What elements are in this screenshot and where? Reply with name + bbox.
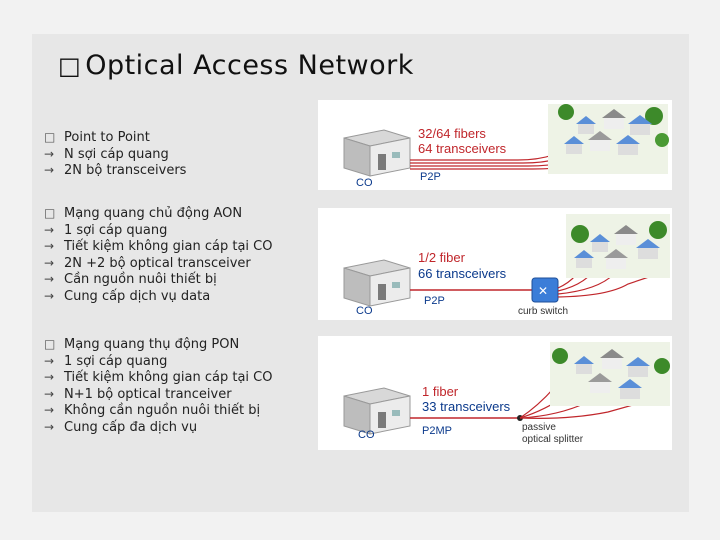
splitter-label-line2: optical splitter <box>522 434 584 445</box>
list-item: → Cung cấp dịch vụ data <box>44 289 304 306</box>
arrow-right-icon: → <box>44 255 55 270</box>
splitter-label-line1: passive <box>522 422 556 433</box>
list-item: □ Point to Point <box>44 130 304 147</box>
pon-bullet-list: □ Mạng quang thụ động PON → 1 sợi cáp quan… <box>44 337 304 436</box>
central-office-building-icon <box>343 259 411 307</box>
bullet-text: 1 sợi cáp quang <box>64 222 168 238</box>
aon-diagram: CO P2P 1/2 fiber 66 transceivers ✕ curb … <box>318 208 672 320</box>
houses-cluster-icon <box>550 342 670 406</box>
transceiver-count-label: 33 transceivers <box>422 399 511 414</box>
bullet-text: Cung cấp đa dịch vụ <box>64 419 198 435</box>
bullet-text: Tiết kiệm không gian cáp tại CO <box>64 239 273 254</box>
arrow-right-icon: → <box>44 386 55 401</box>
p2p-bullet-list: □ Point to Point → N sợi cáp quang → 2N bộ … <box>44 130 304 180</box>
list-item: → 1 sợi cáp quang <box>44 354 304 371</box>
list-item: □ Mạng quang thụ động PON <box>44 337 304 354</box>
arrow-right-icon: → <box>44 239 55 253</box>
checkbox-marker-icon: □ <box>44 206 56 220</box>
co-label: CO <box>356 177 373 189</box>
bullet-text: 2N bộ transceivers <box>64 163 187 178</box>
list-item: → Tiết kiệm không gian cáp tại CO <box>44 239 304 256</box>
co-label: CO <box>356 305 373 317</box>
arrow-right-icon: → <box>44 419 55 434</box>
bullet-text: Không cần nguồn nuôi thiết bị <box>64 403 261 418</box>
houses-cluster-icon <box>566 214 670 278</box>
bullet-text: Mạng quang thụ động PON <box>64 337 240 352</box>
slide-title: □Optical Access Network <box>58 50 414 81</box>
arrow-right-icon: → <box>44 403 55 417</box>
transceiver-count-label: 66 transceivers <box>418 266 507 281</box>
list-item: □ Mạng quang chủ động AON <box>44 206 304 223</box>
title-marker: □ <box>58 52 82 80</box>
aon-bullet-list: □ Mạng quang chủ động AON → 1 sợi cáp quan… <box>44 206 304 305</box>
transceiver-count-label: 64 transceivers <box>418 141 507 156</box>
bullet-text: Tiết kiệm không gian cáp tại CO <box>64 370 273 385</box>
mode-label: P2MP <box>422 425 452 437</box>
bullet-text: Cung cấp dịch vụ data <box>64 288 211 304</box>
bullet-text: 2N +2 bộ optical transceiver <box>64 255 251 271</box>
list-item: → Không cần nguồn nuôi thiết bị <box>44 403 304 420</box>
p2p-diagram: CO P2P 32/64 fibers 64 transceivers <box>318 100 672 190</box>
arrow-right-icon: → <box>44 146 55 161</box>
bullet-text: Mạng quang chủ động AON <box>64 206 243 221</box>
list-item: → N+1 bộ optical tranceiver <box>44 387 304 404</box>
arrow-right-icon: → <box>44 222 55 237</box>
pon-diagram: CO P2MP 1 fiber 33 transceivers passive … <box>318 336 672 450</box>
curb-switch-icon <box>531 277 559 303</box>
fiber-count-label: 1/2 fiber <box>418 250 466 265</box>
bullet-text: N+1 bộ optical tranceiver <box>64 386 232 402</box>
arrow-right-icon: → <box>44 163 55 177</box>
arrow-right-icon: → <box>44 353 55 368</box>
houses-cluster-icon <box>548 104 669 174</box>
arrow-right-icon: → <box>44 370 55 384</box>
list-item: → 1 sợi cáp quang <box>44 223 304 240</box>
bullet-text: N sợi cáp quang <box>64 146 169 162</box>
central-office-building-icon <box>343 387 411 435</box>
curb-switch-label: curb switch <box>518 306 568 317</box>
list-item: → Tiết kiệm không gian cáp tại CO <box>44 370 304 387</box>
arrow-right-icon: → <box>44 272 55 286</box>
switch-glyph: ✕ <box>538 284 548 298</box>
list-item: → N sợi cáp quang <box>44 147 304 164</box>
bullet-text: Point to Point <box>64 130 150 145</box>
checkbox-marker-icon: □ <box>44 337 56 351</box>
checkbox-marker-icon: □ <box>44 130 56 144</box>
list-item: → 2N +2 bộ optical transceiver <box>44 256 304 273</box>
bullet-text: 1 sợi cáp quang <box>64 353 168 369</box>
mode-label: P2P <box>424 295 445 307</box>
list-item: → Cần nguồn nuôi thiết bị <box>44 272 304 289</box>
central-office-building-icon <box>343 129 411 177</box>
title-text: Optical Access Network <box>85 50 414 81</box>
bullet-text: Cần nguồn nuôi thiết bị <box>64 272 217 287</box>
mode-label: P2P <box>420 171 441 183</box>
fiber-count-label: 1 fiber <box>422 384 459 399</box>
co-label: CO <box>358 429 375 441</box>
list-item: → Cung cấp đa dịch vụ <box>44 420 304 437</box>
fiber-count-label: 32/64 fibers <box>418 126 486 141</box>
arrow-right-icon: → <box>44 288 55 303</box>
list-item: → 2N bộ transceivers <box>44 163 304 180</box>
